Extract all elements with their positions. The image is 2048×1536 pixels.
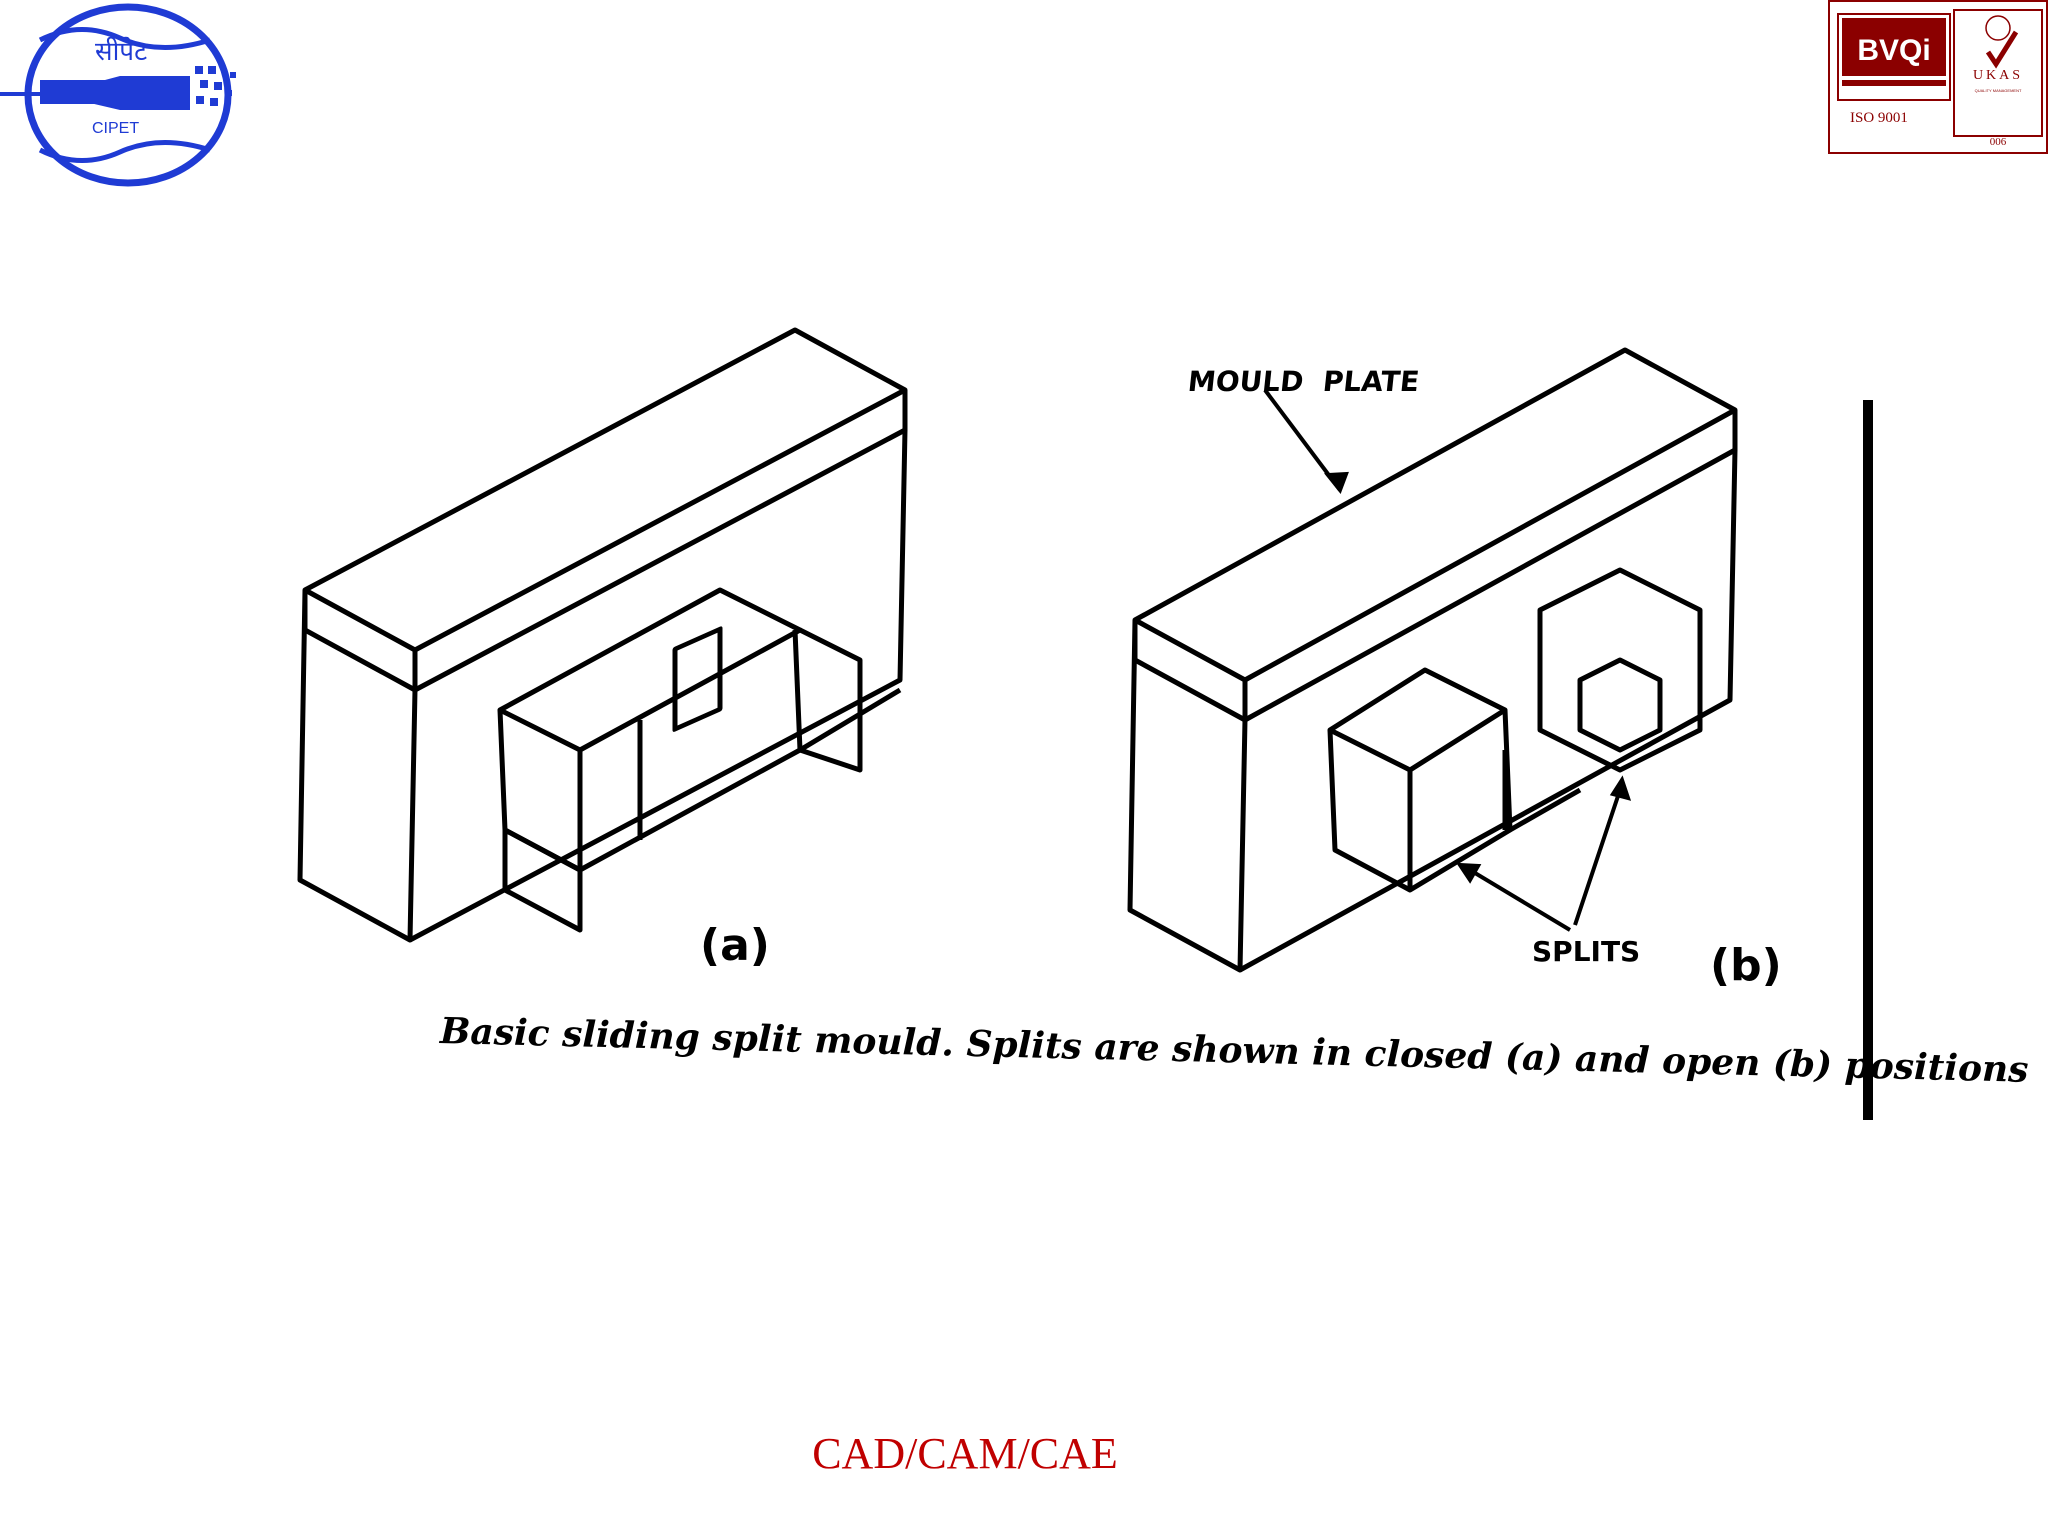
svg-text:UKAS: UKAS xyxy=(1973,68,2023,83)
iso-certification-badge: BVQi ISO 9001 UKAS QUALITY MANAGEMENT 00… xyxy=(1828,0,2048,154)
footer-title: CAD/CAM/CAE xyxy=(812,1429,1118,1478)
svg-text:सीपेट: सीपेट xyxy=(95,36,148,67)
svg-text:ISO 9001: ISO 9001 xyxy=(1850,110,1908,126)
svg-text:006: 006 xyxy=(1990,136,2007,148)
certification-mark: BVQi ISO 9001 UKAS QUALITY MANAGEMENT 00… xyxy=(1837,9,2043,148)
figure-label-a: (a) xyxy=(700,920,770,971)
mould-open-drawing xyxy=(1127,347,1738,973)
svg-text:BVQi: BVQi xyxy=(1857,34,1930,67)
splits-label: SPLITS xyxy=(1532,935,1641,968)
svg-text:QUALITY MANAGEMENT: QUALITY MANAGEMENT xyxy=(1975,88,2022,93)
mould-plate-label: MOULD PLATE xyxy=(1186,365,1421,398)
sliding-split-mould-figure: MOULD PLATE SPLITS (a) (b) Basic sliding… xyxy=(280,310,2029,1130)
mould-drawing xyxy=(297,327,1873,1120)
figure-label-b: (b) xyxy=(1710,940,1782,991)
svg-text:CIPET: CIPET xyxy=(92,120,139,137)
mould-closed-drawing xyxy=(297,327,908,943)
cipet-logo: सीपेट CIPET xyxy=(0,3,236,187)
